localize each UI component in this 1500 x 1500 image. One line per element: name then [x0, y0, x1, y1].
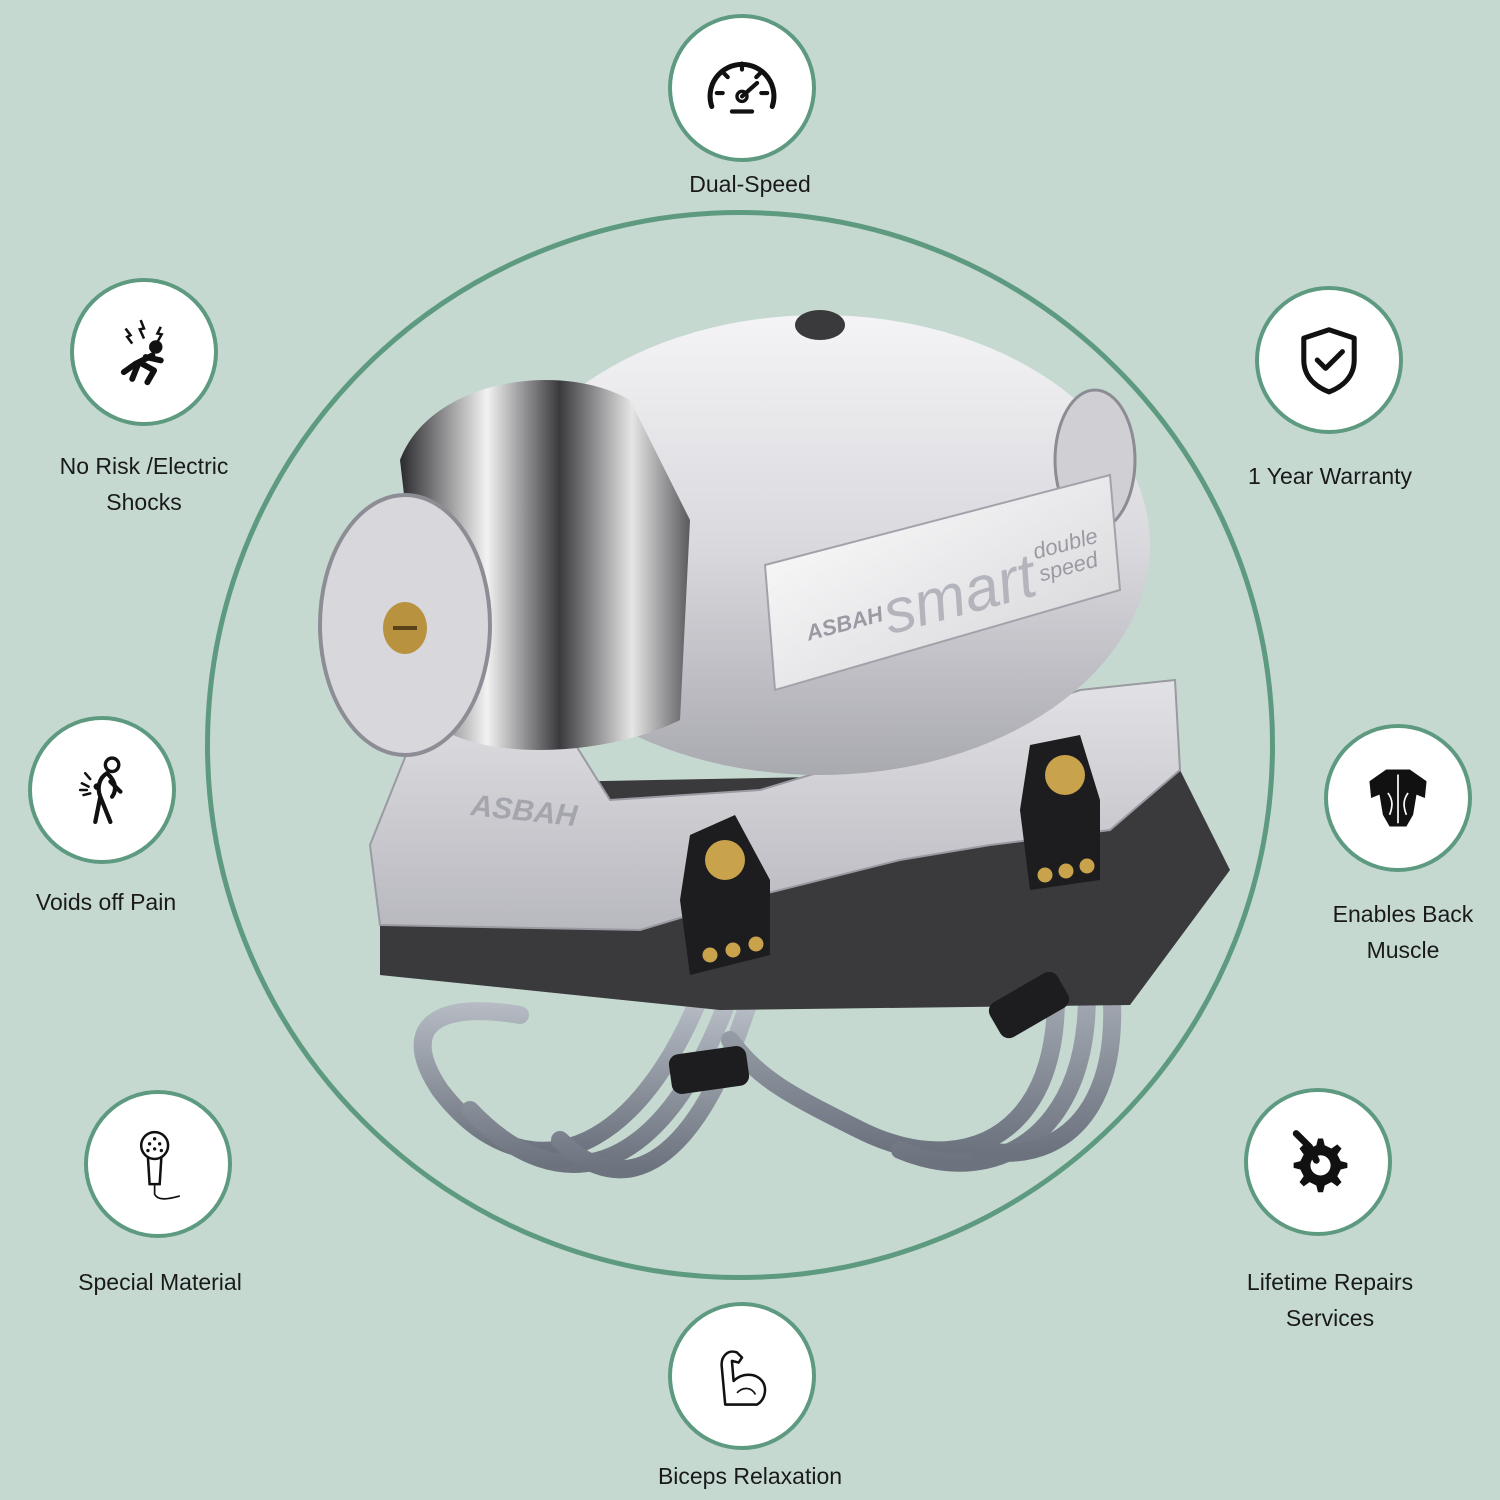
feature-badge [1324, 724, 1472, 872]
feature-label: Special Material [78, 1269, 242, 1295]
feature-label: Lifetime Repairs Services [1246, 1269, 1414, 1331]
feature-label: 1 Year Warranty [1247, 463, 1413, 489]
biceps-icon [720, 1350, 767, 1406]
feature-badge [668, 1302, 816, 1450]
repair-gear-icon [1292, 1130, 1348, 1193]
feature-badge [84, 1090, 232, 1238]
shield-check-icon [1301, 327, 1357, 395]
feature-badge [1244, 1088, 1392, 1236]
feature-badge [28, 716, 176, 864]
feature-badge [668, 14, 816, 162]
back-muscle-icon [1369, 769, 1427, 827]
back-pain-icon [78, 756, 123, 825]
feature-label: Dual-Speed [689, 171, 811, 197]
feature-label: Biceps Relaxation [657, 1463, 843, 1489]
feature-badge [1255, 286, 1403, 434]
feature-badge [70, 278, 218, 426]
feature-label: No Risk /Electric Shocks [59, 453, 229, 515]
speedometer-icon [707, 61, 777, 114]
massager-icon [139, 1130, 181, 1200]
feature-label: Enables Back Muscle [1332, 901, 1474, 963]
electric-shock-icon [120, 319, 164, 386]
feature-ring [205, 210, 1275, 1280]
feature-label: Voids off Pain [35, 889, 177, 915]
